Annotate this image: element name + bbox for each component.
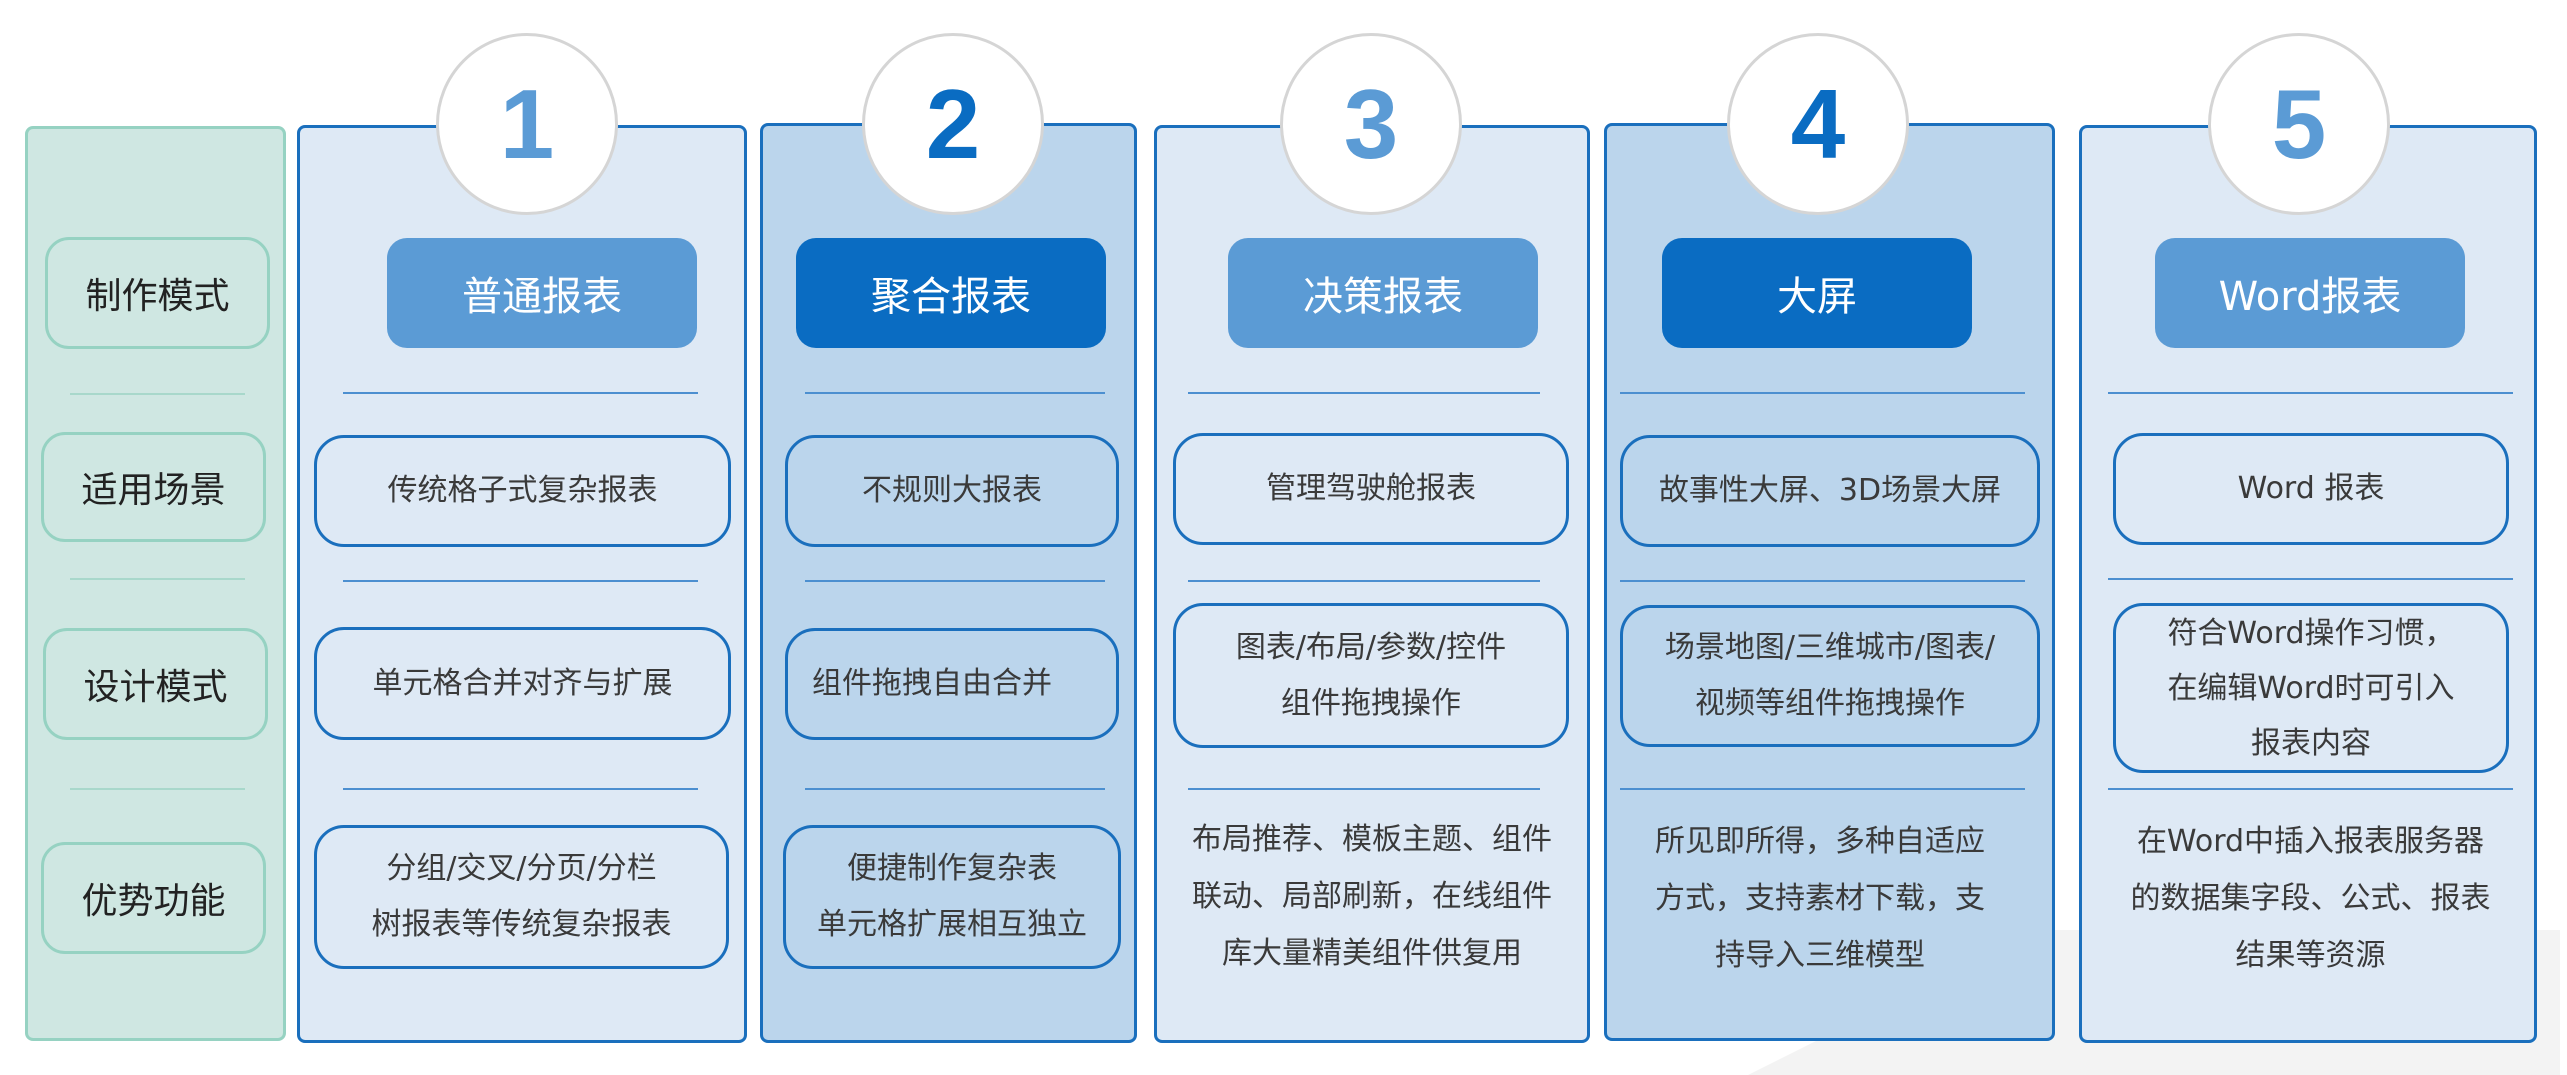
row-divider	[70, 788, 245, 790]
design-line: 报表内容	[2251, 725, 2371, 761]
advantage-line: 结果等资源	[2235, 937, 2386, 973]
section-divider	[1188, 788, 1540, 790]
section-divider	[805, 788, 1105, 790]
row-label-scenario: 适用场景	[41, 432, 266, 542]
advantage-line: 库大量精美组件供复用	[1222, 935, 1522, 971]
column-title-1: 普通报表	[387, 238, 697, 348]
scene-pill-3: 管理驾驶舱报表	[1173, 433, 1569, 545]
design-line: 视频等组件拖拽操作	[1695, 686, 1965, 721]
section-divider	[343, 788, 698, 790]
section-divider	[343, 580, 698, 582]
design-line: 在编辑Word时可引入	[2167, 670, 2455, 706]
advantage-pill-1: 分组/交叉/分页/分栏 树报表等传统复杂报表	[314, 825, 729, 969]
row-divider	[70, 578, 245, 580]
advantage-text-3: 布局推荐、模板主题、组件 联动、局部刷新，在线组件 库大量精美组件供复用	[1165, 810, 1579, 982]
section-divider	[1188, 392, 1540, 394]
advantage-line: 树报表等传统复杂报表	[371, 907, 672, 942]
design-pill-4: 场景地图/三维城市/图表/ 视频等组件拖拽操作	[1620, 605, 2040, 747]
design-line: 符合Word操作习惯，	[2167, 615, 2455, 651]
section-divider	[343, 392, 698, 394]
advantage-text-5: 在Word中插入报表服务器 的数据集字段、公式、报表 结果等资源	[2098, 812, 2523, 984]
design-pill-3: 图表/布局/参数/控件 组件拖拽操作	[1173, 603, 1569, 748]
column-title-5: Word报表	[2155, 238, 2465, 348]
advantage-line: 联动、局部刷新，在线组件	[1192, 878, 1552, 914]
design-pill-5: 符合Word操作习惯， 在编辑Word时可引入 报表内容	[2113, 603, 2509, 773]
advantage-line: 的数据集字段、公式、报表	[2130, 880, 2491, 916]
scene-pill-4: 故事性大屏、3D场景大屏	[1620, 435, 2040, 547]
step-number-1: 1	[436, 33, 618, 215]
step-number-4: 4	[1727, 33, 1909, 215]
advantage-pill-2: 便捷制作复杂表 单元格扩展相互独立	[783, 825, 1121, 969]
design-line: 组件拖拽操作	[1281, 685, 1461, 721]
column-title-4: 大屏	[1662, 238, 1972, 348]
design-pill-2: 组件拖拽自由合并	[785, 628, 1119, 740]
advantage-line: 单元格扩展相互独立	[817, 907, 1087, 942]
section-divider	[1188, 580, 1540, 582]
section-divider	[805, 580, 1105, 582]
advantage-line: 便捷制作复杂表	[847, 851, 1057, 886]
design-pill-1: 单元格合并对齐与扩展	[314, 627, 731, 740]
step-number-2: 2	[862, 33, 1044, 215]
advantage-line: 在Word中插入报表服务器	[2136, 823, 2485, 859]
section-divider	[2108, 392, 2513, 394]
advantage-line: 所见即所得，多种自适应	[1655, 823, 1985, 859]
section-divider	[1620, 392, 2025, 394]
section-divider	[1620, 580, 2025, 582]
advantage-line: 方式，支持素材下载，支	[1655, 880, 1985, 916]
advantage-line: 布局推荐、模板主题、组件	[1192, 821, 1552, 857]
section-divider	[2108, 578, 2513, 580]
column-title-2: 聚合报表	[796, 238, 1106, 348]
row-label-advantages: 优势功能	[41, 842, 266, 954]
section-divider	[1620, 788, 2025, 790]
advantage-line: 持导入三维模型	[1715, 937, 1925, 973]
row-label-design-mode: 设计模式	[43, 628, 268, 740]
step-number-5: 5	[2208, 33, 2390, 215]
design-line: 场景地图/三维城市/图表/	[1664, 630, 1996, 665]
section-divider	[805, 392, 1105, 394]
design-line: 图表/布局/参数/控件	[1235, 629, 1507, 665]
scene-pill-2: 不规则大报表	[785, 435, 1119, 547]
row-label-production-mode: 制作模式	[45, 237, 270, 349]
advantage-text-4: 所见即所得，多种自适应 方式，支持素材下载，支 持导入三维模型	[1620, 812, 2020, 984]
scene-pill-1: 传统格子式复杂报表	[314, 435, 731, 547]
advantage-line: 分组/交叉/分页/分栏	[386, 851, 657, 886]
step-number-3: 3	[1280, 33, 1462, 215]
scene-pill-5: Word 报表	[2113, 433, 2509, 545]
column-title-3: 决策报表	[1228, 238, 1538, 348]
row-divider	[70, 393, 245, 395]
section-divider	[2108, 788, 2513, 790]
